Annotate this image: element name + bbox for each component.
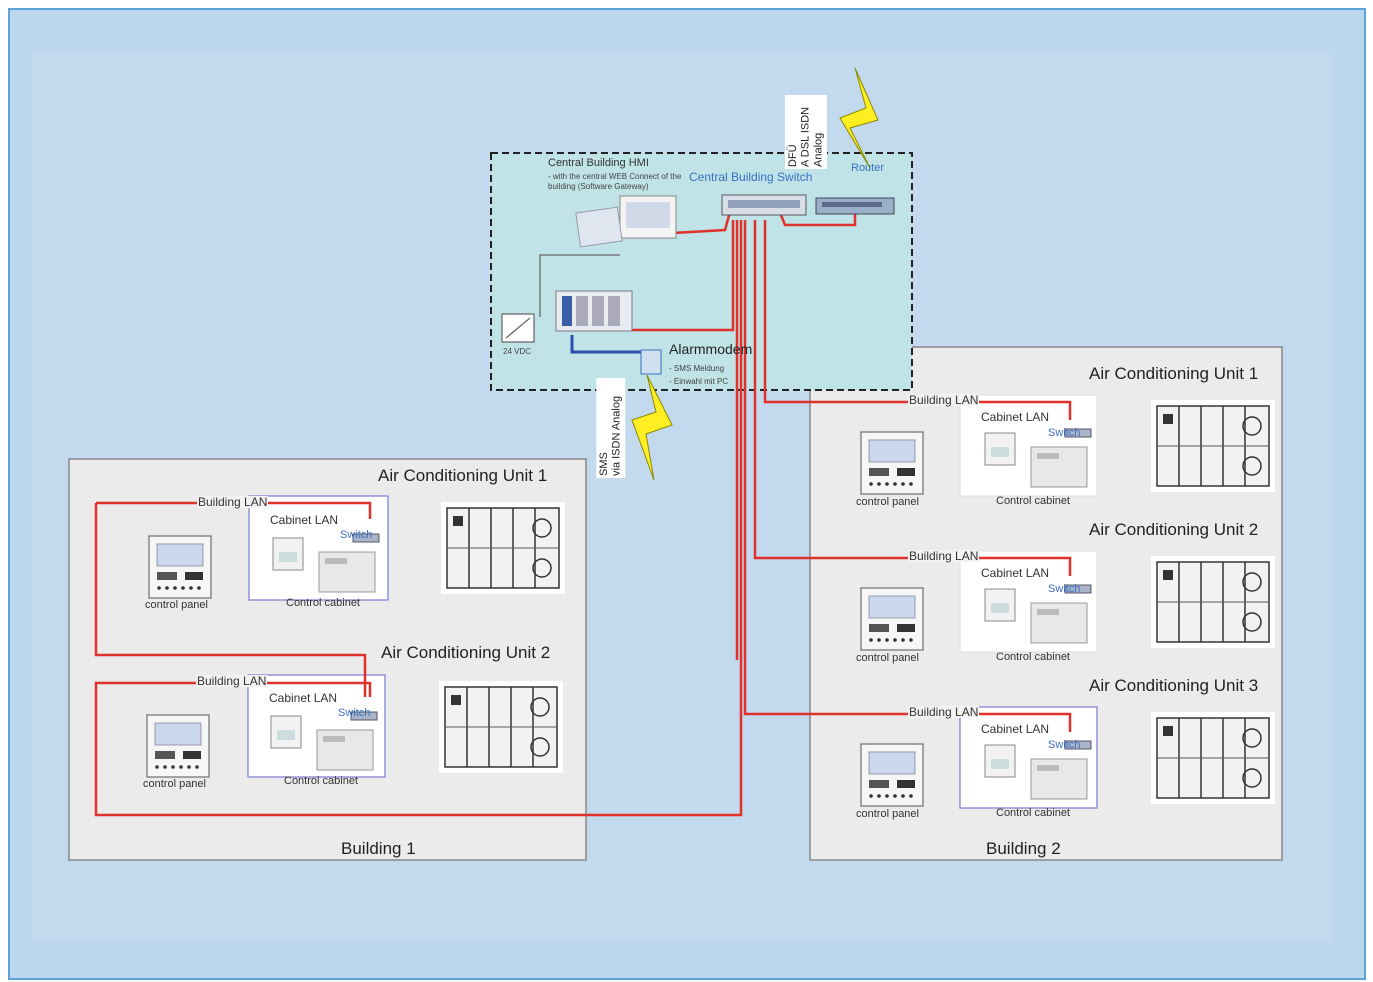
power-supply-icon — [501, 313, 535, 343]
b2-unit-3-building-lan: Building LAN — [908, 705, 980, 719]
b2-u2-control-panel-icon — [860, 587, 924, 651]
lightning-sms-icon — [631, 374, 673, 481]
building-2-title: Building 2 — [986, 839, 1061, 858]
b2-unit-3-cabinet: Control cabinet — [996, 807, 1070, 819]
b2-unit-3-switch: Switch — [1048, 739, 1081, 751]
controller-icon — [555, 290, 633, 332]
central-zone — [490, 152, 913, 391]
b2-unit-1-title: Air Conditioning Unit 1 — [1089, 364, 1259, 383]
b2-unit-2-switch: Switch — [1048, 583, 1081, 595]
alarm-modem-icon — [640, 349, 662, 375]
b1-unit-2-panel: control panel — [143, 778, 206, 790]
central-switch-icon — [721, 194, 807, 216]
power-line — [539, 254, 620, 317]
b2-u1-control-panel-icon — [860, 431, 924, 495]
b1-u2-control-panel-icon — [146, 714, 210, 778]
b2-u2-cabinet-icon — [984, 584, 1092, 644]
b1-unit-1-building-lan: Building LAN — [197, 495, 269, 509]
b2-unit-3-panel: control panel — [856, 808, 919, 820]
building-1-title: Building 1 — [341, 839, 416, 858]
b1-unit-2-building-lan: Building LAN — [196, 674, 268, 688]
psu-label: 24 VDC — [503, 347, 532, 356]
b1-unit-1-cabinet-lan: Cabinet LAN — [270, 513, 339, 527]
b2-u3-control-panel-icon — [860, 743, 924, 807]
b1-u1-cabinet-icon — [272, 533, 380, 593]
b2-unit-2-title: Air Conditioning Unit 2 — [1089, 520, 1259, 539]
hmi-title: Central Building HMI — [548, 157, 649, 169]
b1-unit-2-cabinet-lan: Cabinet LAN — [269, 691, 338, 705]
b1-u1-control-panel-icon — [148, 535, 212, 599]
router-icon — [815, 197, 895, 215]
hmi-description: - with the central WEB Connect of the bu… — [548, 172, 682, 192]
b1-unit-1-title: Air Conditioning Unit 1 — [378, 466, 548, 485]
b2-u3-cabinet-icon — [984, 740, 1092, 800]
b2-unit-1-cabinet-lan: Cabinet LAN — [981, 410, 1050, 424]
alarm-line-2: - Einwahl mit PC — [669, 377, 729, 386]
b2-unit-1-switch: Switch — [1048, 427, 1081, 439]
b2-unit-3-cabinet-lan: Cabinet LAN — [981, 722, 1050, 736]
b2-unit-2-cabinet: Control cabinet — [996, 651, 1070, 663]
switch-label: Central Building Switch — [689, 170, 813, 184]
b2-u1-cabinet-icon — [984, 428, 1092, 488]
b1-u1-ahu-icon — [441, 502, 565, 594]
b2-unit-2-cabinet-lan: Cabinet LAN — [981, 566, 1050, 580]
b1-unit-1-cabinet: Control cabinet — [286, 597, 360, 609]
lightning-dfu-icon — [839, 67, 879, 169]
b1-unit-1-panel: control panel — [145, 599, 208, 611]
b2-u3-ahu-icon — [1151, 712, 1275, 804]
b1-u2-ahu-icon — [439, 681, 563, 773]
b1-unit-2-switch: Switch — [338, 707, 371, 719]
b2-unit-1-cabinet: Control cabinet — [996, 495, 1070, 507]
b2-unit-1-building-lan: Building LAN — [908, 393, 980, 407]
alarm-line-1: - SMS Meldung — [669, 364, 725, 373]
b2-unit-2-panel: control panel — [856, 652, 919, 664]
hmi-screen-icon — [575, 195, 677, 248]
b2-unit-3-title: Air Conditioning Unit 3 — [1089, 676, 1259, 695]
b1-unit-2-cabinet: Control cabinet — [284, 775, 358, 787]
b2-u1-ahu-icon — [1151, 400, 1275, 492]
b2-unit-1-panel: control panel — [856, 496, 919, 508]
b2-unit-2-building-lan: Building LAN — [908, 549, 980, 563]
b1-u2-cabinet-icon — [270, 711, 378, 771]
b1-unit-2-title: Air Conditioning Unit 2 — [381, 643, 551, 662]
alarm-modem-title: Alarmmodem — [669, 341, 753, 357]
router-label: Router — [851, 162, 885, 174]
b1-unit-1-switch: Switch — [340, 529, 373, 541]
b2-u2-ahu-icon — [1151, 556, 1275, 648]
